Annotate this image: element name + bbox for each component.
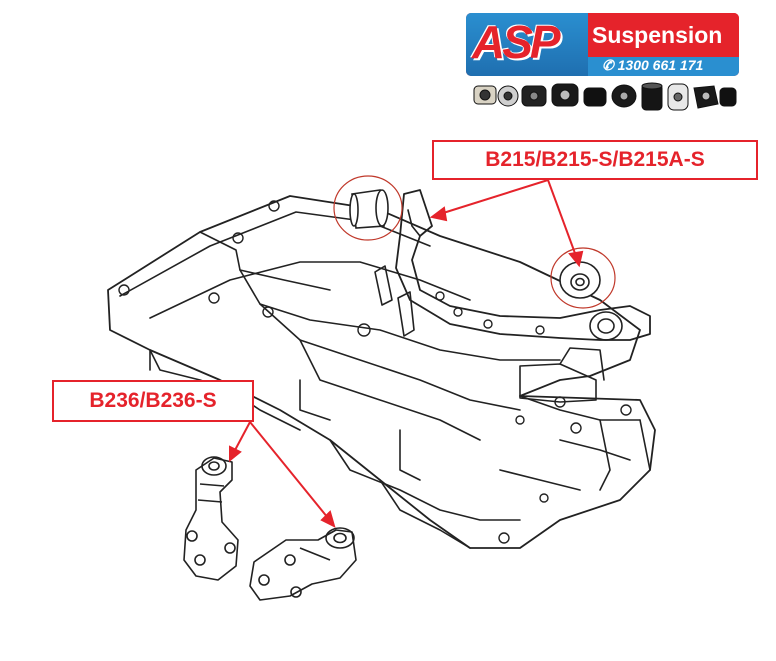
logo-phone: 1300 661 171 [617, 57, 704, 73]
part-label-rear: B215/B215-S/B215A-S [432, 140, 758, 180]
part-label-mount: B236/B236-S [52, 380, 254, 422]
engine-mount-right [249, 529, 357, 601]
rear-arm [395, 189, 651, 341]
logo-phone-panel [588, 57, 739, 76]
logo-brand: ASP [472, 16, 561, 68]
asp-logo: ASP Suspension ✆ 1300 661 171 [466, 13, 739, 76]
bushing-parts-strip [473, 82, 737, 111]
engine-mount-left [183, 457, 239, 581]
phone-icon: ✆ [602, 57, 618, 73]
highlight-circle-right [550, 247, 616, 309]
highlight-circle-upper [333, 175, 403, 241]
subframe-outline [107, 195, 656, 549]
logo-red-panel [588, 13, 739, 57]
logo-blue-panel [466, 13, 588, 76]
logo-name: Suspension [592, 22, 723, 48]
logo-phone-row: ✆ 1300 661 171 [602, 57, 703, 74]
